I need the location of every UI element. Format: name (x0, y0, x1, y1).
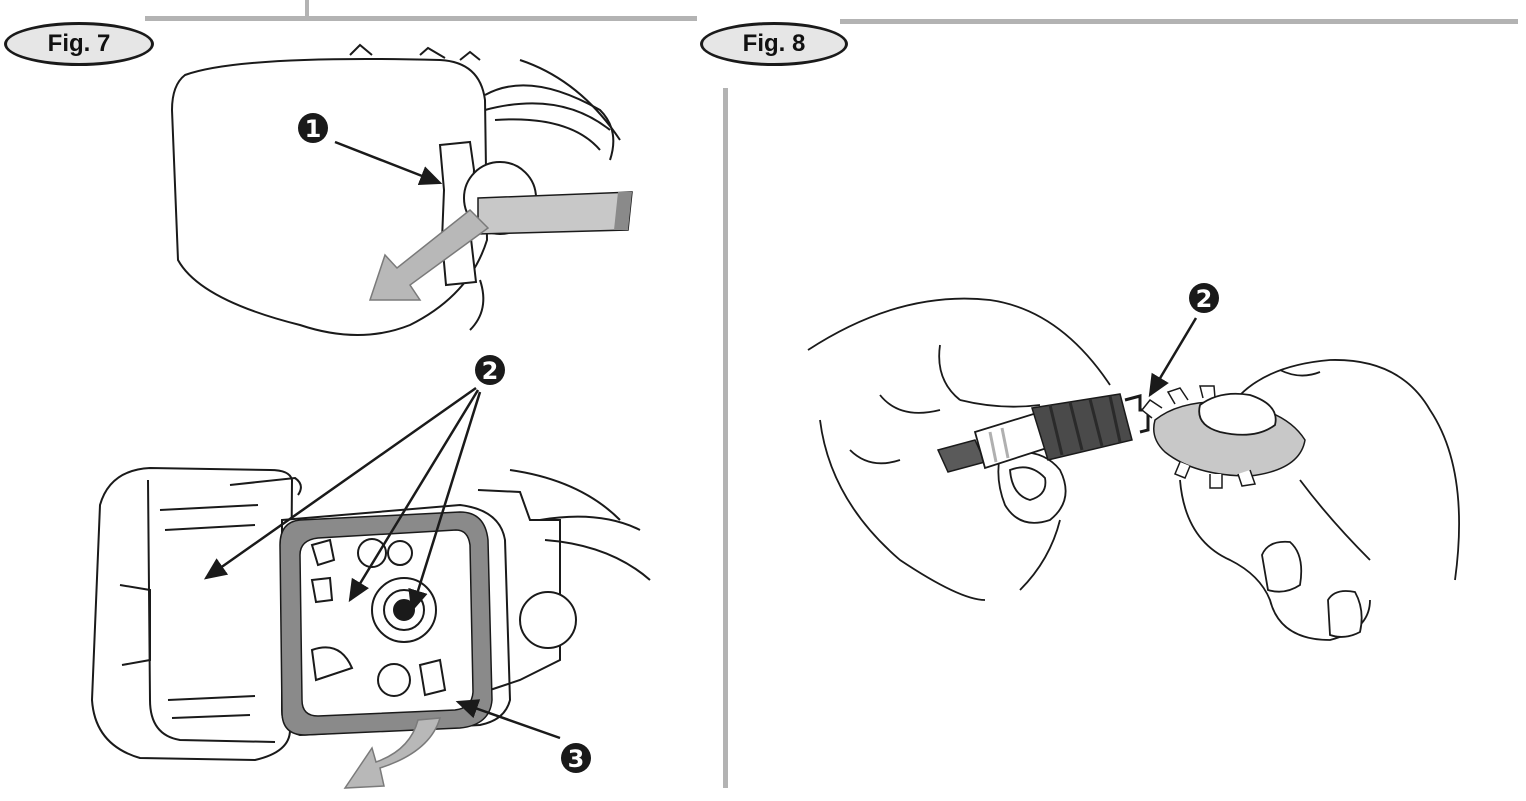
fig7-label: Fig. 7 (4, 22, 154, 66)
callout-2-leader-c (408, 391, 482, 613)
fig7-bottom-cover (90, 466, 302, 762)
callout-2-number: 2 (482, 357, 499, 385)
fig7-top-rule (145, 16, 697, 21)
callout-2-leader-a (203, 386, 477, 580)
fig8-callout-2-leader (1148, 317, 1198, 398)
fig8-callout-2-number: 2 (1196, 285, 1213, 313)
callout-1-circle (298, 113, 328, 143)
callout-2-leader-b (348, 389, 480, 603)
fig8-spark-plug (936, 393, 1150, 473)
callout-2-circle (475, 355, 505, 385)
callout-3-circle (561, 743, 591, 773)
fig8-top-rule (840, 19, 1518, 24)
callout-1-number: 1 (305, 115, 322, 143)
fig8-left-rule (723, 88, 728, 788)
fig7-rule-tick (305, 0, 309, 16)
fig7-pull-arrow (368, 208, 490, 301)
fig8-right-hand (1179, 359, 1460, 641)
callout-3-number: 3 (568, 745, 585, 773)
fig8-left-hand (807, 297, 1111, 601)
callout-3-leader (455, 699, 561, 740)
callout-1-leader (334, 140, 443, 186)
fig8-label: Fig. 8 (700, 22, 848, 66)
fig7-slide-panel (477, 191, 633, 235)
fig8-callout-2-circle (1189, 283, 1219, 313)
fig7-remove-arrow (343, 717, 442, 789)
fig7-carburetor (281, 469, 651, 737)
